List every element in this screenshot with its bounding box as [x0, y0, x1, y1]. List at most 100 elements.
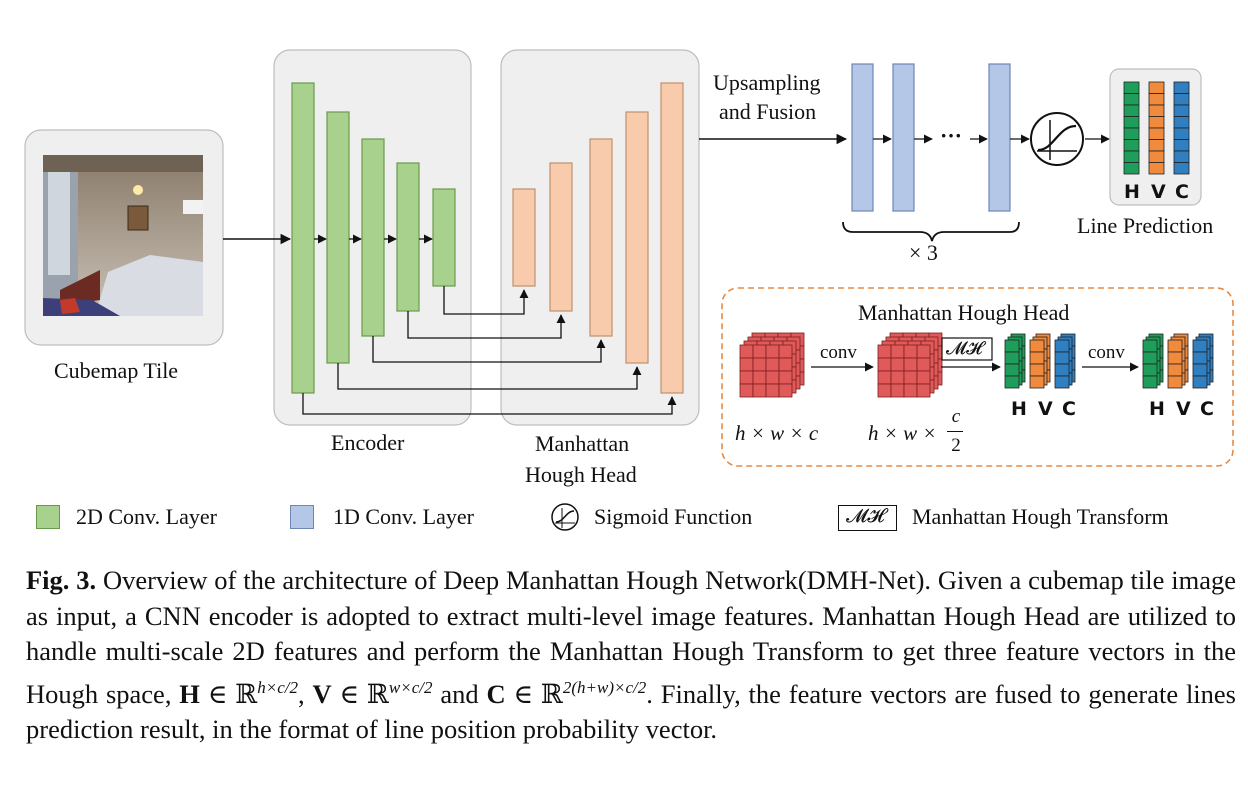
feature-cube-1	[778, 383, 793, 398]
pred-vector-c-cell	[1173, 139, 1190, 152]
pred-vector-v-cell	[1148, 104, 1165, 117]
inset-vector-cell	[1167, 339, 1183, 353]
pred-vector-c-cell	[1173, 150, 1190, 163]
legend-sigmoid-label: Sigmoid Function	[594, 504, 753, 529]
times3-label: × 3	[909, 240, 938, 265]
legend-mh-box	[838, 505, 897, 531]
feature-cube-1	[752, 370, 767, 385]
inset-tag-v1: V	[1038, 398, 1053, 420]
legend-1d-label: 1D Conv. Layer	[333, 504, 474, 529]
feature-cube-1	[765, 383, 780, 398]
inset-tag-c2: C	[1200, 398, 1214, 420]
feature-cube-2	[916, 357, 931, 372]
inset-vector-cell	[1142, 375, 1158, 389]
inset-vector-cell	[1142, 363, 1158, 377]
feature-cube-2	[903, 383, 918, 398]
feature-cube-1	[778, 344, 793, 359]
caption-v-symbol: V	[312, 678, 332, 709]
caption-c-exp: 2(h+w)×c/2	[562, 677, 647, 697]
inset-vector-cell	[1004, 339, 1020, 353]
pred-vector-v-cell	[1148, 81, 1165, 94]
inset-vector-cell	[1054, 375, 1070, 389]
pred-vector-v-cell	[1148, 150, 1165, 163]
feature-cube-2	[903, 370, 918, 385]
feature-cube-2	[916, 370, 931, 385]
caption-and: and	[432, 678, 487, 709]
feature-cube-2	[877, 370, 892, 385]
inset-vector-cell	[1167, 375, 1183, 389]
inset-tag-h2: H	[1149, 398, 1165, 420]
feature-cube-2	[890, 357, 905, 372]
inset-vector-cell	[1004, 363, 1020, 377]
inset-vector-cell	[1167, 363, 1183, 377]
sigmoid-icon	[1030, 112, 1084, 166]
inset-vector-cell	[1192, 351, 1208, 365]
conv1d-layer-2	[892, 63, 915, 212]
pred-vector-h-cell	[1123, 93, 1140, 106]
inset-vector-cell	[1054, 339, 1070, 353]
feature-cube-2	[903, 344, 918, 359]
dim-label-2: h × w ×	[868, 421, 937, 445]
feature-cube-1	[765, 357, 780, 372]
mhh-inset-box	[721, 287, 1234, 467]
feature-cube-1	[765, 370, 780, 385]
inset-vectors	[1004, 333, 1214, 389]
legend-2d-label: 2D Conv. Layer	[76, 504, 217, 529]
encoder-layer-1	[291, 82, 315, 394]
encoder-label: Encoder	[331, 430, 405, 455]
hough-layer-2	[549, 162, 573, 312]
caption-sep1: ,	[297, 678, 313, 709]
inset-tag-v2: V	[1176, 398, 1191, 420]
inset-tag-h1: H	[1011, 398, 1027, 420]
feature-cube-1	[739, 357, 754, 372]
pred-vector-v-cell	[1148, 116, 1165, 129]
mh-operator-label: 𝓜𝓗	[946, 338, 983, 358]
inset-vector-cell	[1167, 351, 1183, 365]
inset-vector-cell	[1192, 375, 1208, 389]
pred-vector-h-cell	[1123, 139, 1140, 152]
feature-cube-1	[752, 357, 767, 372]
hough-layer-1	[512, 188, 536, 287]
feature-cube-1	[739, 344, 754, 359]
feature-cube-2	[916, 344, 931, 359]
pred-vector-h-cell	[1123, 104, 1140, 117]
ellipsis: ···	[940, 123, 963, 148]
feature-cube-2	[916, 383, 931, 398]
feature-cube-2	[877, 357, 892, 372]
pred-vector-c-cell	[1173, 127, 1190, 140]
inset-vector-cell	[1192, 363, 1208, 377]
pred-tag-c: C	[1175, 181, 1189, 203]
inset-vector-cell	[1054, 351, 1070, 365]
conv1d-layer-1	[851, 63, 874, 212]
feature-cube-1	[739, 370, 754, 385]
mhh-label-line1: Manhattan	[535, 431, 630, 456]
feature-cube-1	[752, 344, 767, 359]
mh-operator-box	[941, 337, 993, 361]
pred-vector-v-cell	[1148, 162, 1165, 175]
inset-vector-cell	[1029, 375, 1045, 389]
feature-cube-1	[778, 370, 793, 385]
feature-cube-1	[778, 357, 793, 372]
pred-tag-v: V	[1151, 181, 1166, 203]
caption-text-1: Overview of the architecture of Deep Man…	[26, 565, 1236, 709]
pred-vector-h-cell	[1123, 127, 1140, 140]
caption-h-exp: h×c/2	[257, 677, 298, 697]
feature-cube-2	[890, 370, 905, 385]
pred-vector-h-cell	[1123, 150, 1140, 163]
feature-cube-2	[877, 383, 892, 398]
inset-vector-cell	[1029, 363, 1045, 377]
feature-cube-2	[890, 344, 905, 359]
hough-layer-3	[589, 138, 613, 337]
encoder-layer-5	[432, 188, 456, 287]
figure-caption: Fig. 3. Overview of the architecture of …	[26, 563, 1236, 748]
feature-cube-1	[765, 344, 780, 359]
repeat-brace	[842, 221, 1020, 242]
inset-vector-cell	[1029, 339, 1045, 353]
encoder-layer-2	[326, 111, 350, 364]
feature-cube-2	[903, 357, 918, 372]
feature-cube-1	[752, 383, 767, 398]
encoder-layer-4	[396, 162, 420, 312]
dim2-frac-den: 2	[951, 435, 961, 456]
pred-tag-h: H	[1124, 181, 1140, 203]
caption-v-space: ∈ ℝ	[331, 678, 389, 709]
